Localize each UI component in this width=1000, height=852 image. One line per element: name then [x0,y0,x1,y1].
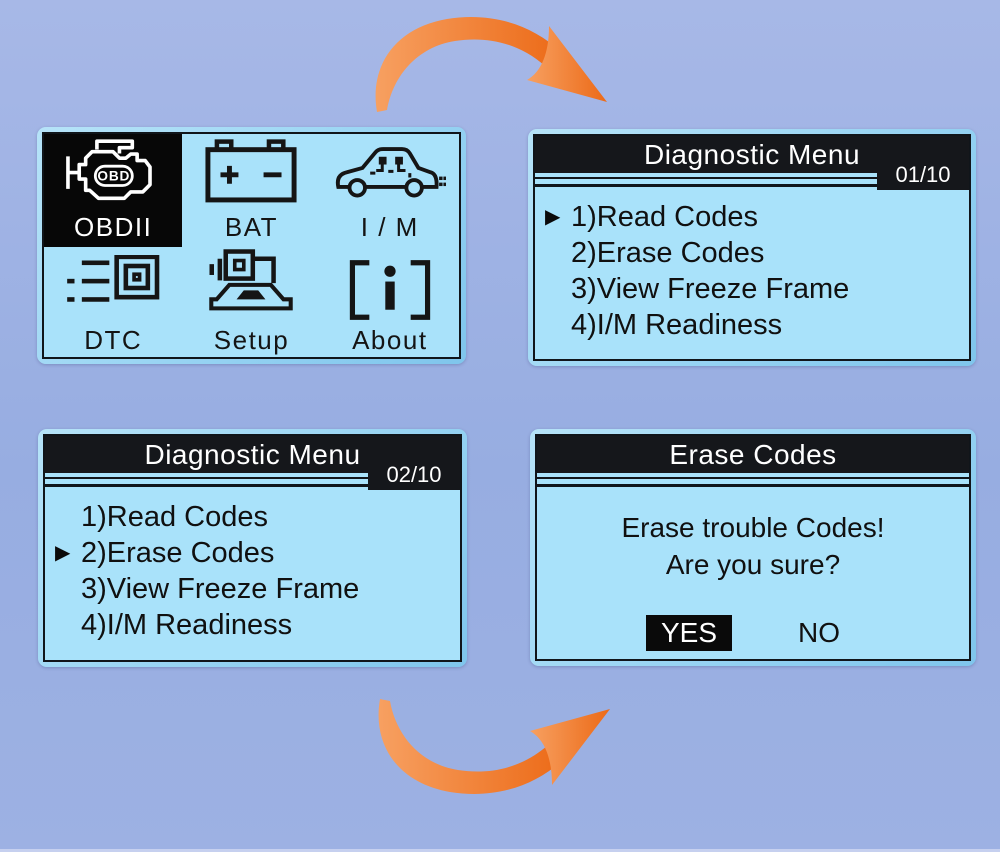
menu-item-erase-codes[interactable]: ▶ 2)Erase Codes [545,235,963,271]
menu-item-view-freeze-frame[interactable]: ▶ 3)View Freeze Frame [545,271,963,307]
menu-cell-dtc[interactable]: DTC [44,247,182,357]
car-im-icon [321,134,459,212]
menu-cell-setup[interactable]: Setup [182,247,320,357]
menu-item-label: 2)Erase Codes [571,236,765,269]
menu-list: ▶ 1)Read Codes ▶ 2)Erase Codes ▶ 3)View … [535,187,969,343]
menu-item-erase-codes[interactable]: ▶ 2)Erase Codes [55,535,454,571]
header-divider [535,177,877,187]
menu-cell-bat[interactable]: BAT [182,134,320,247]
menu-label: Setup [213,325,290,355]
setup-icon [182,247,320,325]
bottom-edge-highlight [0,849,1000,852]
menu-cell-about[interactable]: About [321,247,459,357]
menu-item-label: 4)I/M Readiness [571,308,783,341]
page-indicator: 01/10 [877,136,969,190]
main-menu-lcd: OBD OBDII BAT [42,132,461,359]
menu-item-label: 4)I/M Readiness [81,608,293,641]
dtc-icon [44,247,182,325]
menu-cell-obdii[interactable]: OBD OBDII [44,134,183,247]
menu-item-label: 2)Erase Codes [81,536,275,569]
screen-title: Erase Codes [537,436,969,473]
cursor-icon: ▶ [545,206,561,228]
menu-label: DTC [84,325,143,355]
menu-item-label: 3)View Freeze Frame [81,572,360,605]
main-menu-grid: OBD OBDII BAT [44,134,459,357]
screen-main-menu: OBD OBDII BAT [37,127,466,364]
erase-codes-lcd: Erase Codes Erase trouble Codes! Are you… [535,434,971,661]
flow-arrow-bottom-icon [378,699,610,794]
flow-arrow-top-icon [375,17,607,112]
menu-item-label: 1)Read Codes [571,200,758,233]
menu-cell-im[interactable]: I / M [321,134,459,247]
confirm-message-line1: Erase trouble Codes! [621,512,885,543]
menu-label: I / M [360,212,419,242]
menu-item-label: 3)View Freeze Frame [571,272,850,305]
page-indicator: 02/10 [368,436,460,490]
no-button[interactable]: NO [798,617,841,648]
header-divider [537,477,969,487]
confirm-buttons: YES NO [537,615,959,651]
diagnostic-menu-2-lcd: 02/10 Diagnostic Menu ▶ 1)Read Codes ▶ 2… [43,434,462,662]
menu-label: OBDII [74,212,153,242]
confirm-message: Erase trouble Codes! Are you sure? [537,509,969,583]
menu-item-read-codes[interactable]: ▶ 1)Read Codes [545,199,963,235]
menu-label: BAT [224,212,279,242]
menu-list: ▶ 1)Read Codes ▶ 2)Erase Codes ▶ 3)View … [45,487,460,643]
yes-button[interactable]: YES [645,615,733,651]
engine-obd-icon: OBD [44,134,182,212]
cursor-icon: ▶ [55,542,71,564]
battery-icon [182,134,320,212]
menu-item-view-freeze-frame[interactable]: ▶ 3)View Freeze Frame [55,571,454,607]
confirm-message-line2: Are you sure? [665,549,841,580]
header-divider [45,477,368,487]
diagnostic-menu-1-lcd: 01/10 Diagnostic Menu ▶ 1)Read Codes ▶ 2… [533,134,971,361]
screen-diagnostic-menu-2: 02/10 Diagnostic Menu ▶ 1)Read Codes ▶ 2… [38,429,467,667]
menu-item-im-readiness[interactable]: ▶ 4)I/M Readiness [55,607,454,643]
svg-text:OBD: OBD [98,169,131,184]
about-icon [321,247,459,325]
menu-item-im-readiness[interactable]: ▶ 4)I/M Readiness [545,307,963,343]
screen-erase-codes: Erase Codes Erase trouble Codes! Are you… [530,429,976,666]
screen-diagnostic-menu-1: 01/10 Diagnostic Menu ▶ 1)Read Codes ▶ 2… [528,129,976,366]
menu-item-label: 1)Read Codes [81,500,268,533]
menu-label: About [352,325,428,355]
menu-item-read-codes[interactable]: ▶ 1)Read Codes [55,499,454,535]
